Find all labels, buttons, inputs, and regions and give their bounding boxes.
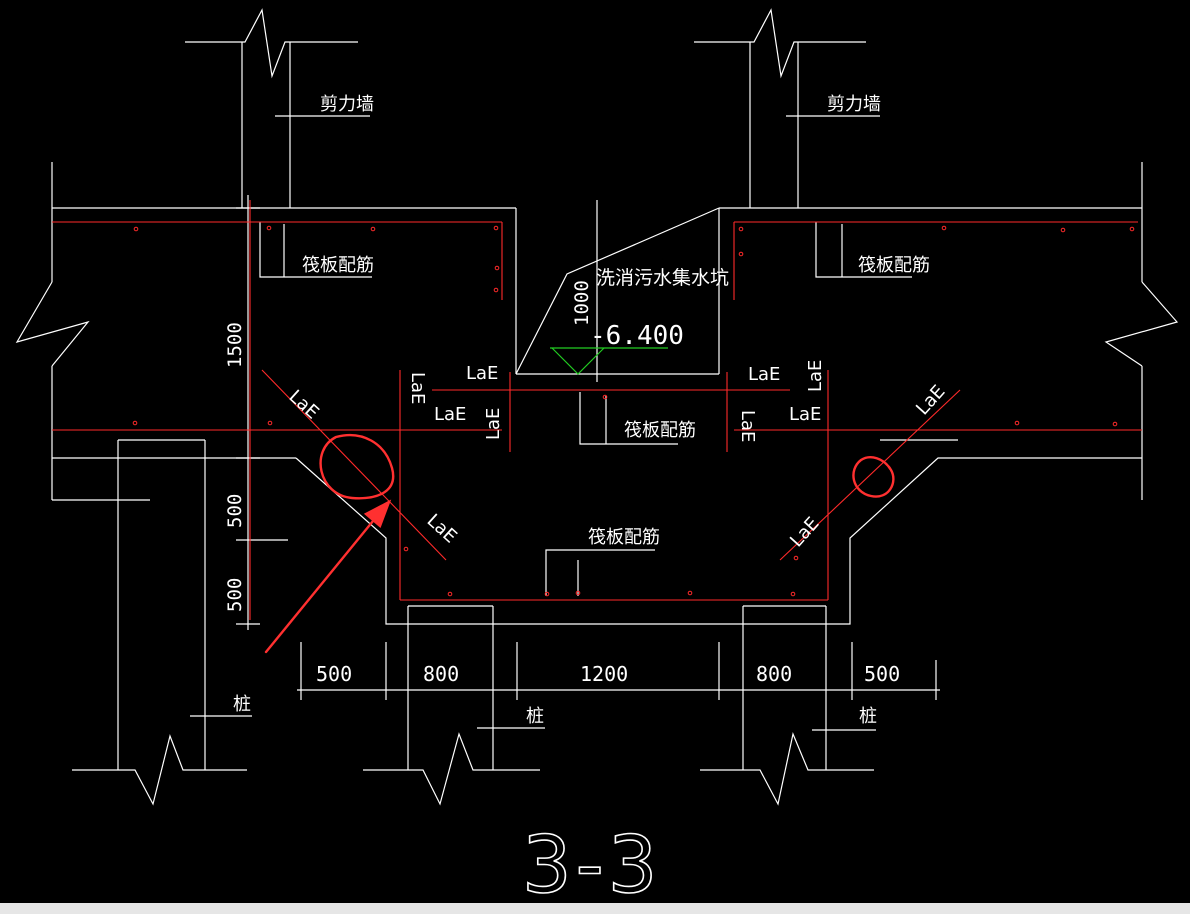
concrete-outline — [15, 8, 1179, 806]
raft-rebar-label-top-right: 筏板配筋 — [858, 255, 930, 276]
lae-diag-lower-right: LaE — [786, 513, 823, 551]
shear-wall-left-outline — [185, 8, 358, 79]
elevation-marker — [550, 347, 668, 375]
shear-wall-label-right: 剪力墙 — [827, 94, 881, 115]
markup-annotations — [264, 434, 895, 654]
dim-depth-500-a: 500 — [224, 494, 246, 528]
window-bottom-edge — [0, 903, 1190, 914]
section-title: 3-3 — [522, 821, 661, 911]
raft-rebar-label-middle: 筏板配筋 — [624, 420, 696, 441]
pile-mid-break — [363, 732, 540, 806]
dim-width-500-left: 500 — [316, 662, 352, 686]
elevation-label: -6.400 — [590, 321, 684, 351]
markup-circle-left — [319, 434, 395, 500]
dim-width-800-left: 800 — [423, 662, 459, 686]
raft-rebar-label-bottom: 筏板配筋 — [588, 527, 660, 548]
pile-right-break — [700, 731, 874, 806]
pile-left-break — [72, 734, 247, 806]
markup-circle-right — [852, 456, 895, 498]
dim-width-800-right: 800 — [756, 662, 792, 686]
dim-width-1200: 1200 — [580, 662, 628, 686]
lae-vert-left: LaE — [407, 372, 428, 404]
lae-diag-upper-left: LaE — [285, 386, 323, 423]
dim-width-500-right: 500 — [864, 662, 900, 686]
markup-arrow-shaft — [264, 508, 384, 654]
lae-horiz-left-low: LaE — [434, 404, 466, 425]
lae-vert-right-top: LaE — [805, 360, 826, 392]
shear-wall-label-left: 剪力墙 — [320, 94, 374, 115]
pile-label-right: 桩 — [859, 706, 877, 727]
lae-vert-right-low: LaE — [737, 410, 758, 442]
raft-rebar-label-top-left: 筏板配筋 — [302, 255, 374, 276]
dim-depth-1500: 1500 — [224, 322, 246, 368]
dim-depth-1000: 1000 — [571, 280, 593, 326]
rebar — [52, 200, 1142, 620]
lae-horiz-right-low: LaE — [789, 404, 821, 425]
pile-label-middle: 桩 — [526, 706, 544, 727]
lae-horiz-right-top: LaE — [748, 364, 780, 385]
dim-depth-500-b: 500 — [224, 578, 246, 612]
rebar-dots — [132, 225, 1135, 597]
markup-arrow-head — [363, 499, 392, 529]
pile-label-left: 桩 — [233, 694, 251, 715]
lae-horiz-left-top: LaE — [466, 363, 498, 384]
lae-vert-left-low: LaE — [483, 408, 504, 440]
sump-label: 洗消污水集水坑 — [596, 267, 729, 289]
shear-wall-right-outline — [694, 8, 866, 79]
lae-diag-upper-right: LaE — [912, 381, 949, 419]
